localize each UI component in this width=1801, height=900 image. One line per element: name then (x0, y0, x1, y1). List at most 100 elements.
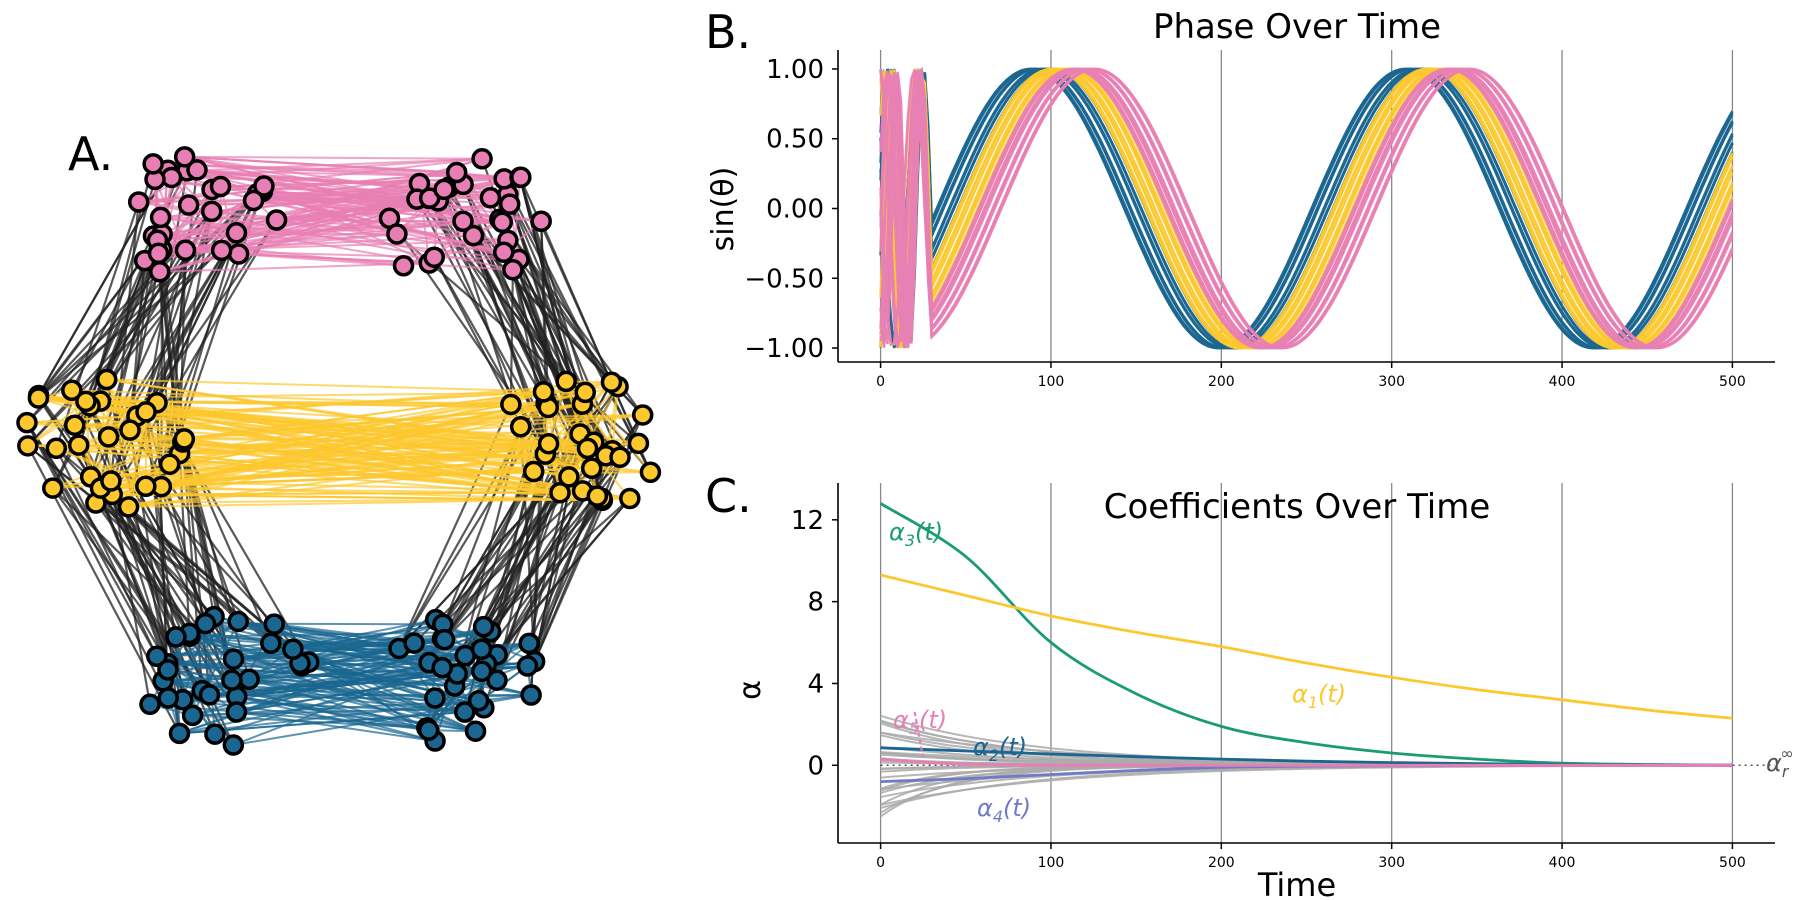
network-edge-within-group (299, 662, 436, 700)
network-node (27, 387, 50, 409)
annotation-a3: α3(t) (889, 518, 943, 550)
phase-y-tick-label: −1.00 (744, 334, 824, 364)
phase-y-tick-label: 1.00 (766, 55, 824, 85)
network-node (119, 419, 141, 441)
network-node (510, 166, 532, 188)
phase-series-yellow (879, 67, 1734, 350)
network-node (165, 626, 187, 648)
network-node (225, 222, 248, 244)
annotation-base: α (889, 518, 905, 546)
network-node (168, 722, 191, 745)
network-edge-within-group (236, 710, 436, 743)
network-node (265, 209, 288, 231)
network-edge-within-group (249, 678, 455, 688)
network-node (97, 426, 120, 448)
network-edge-within-group (186, 169, 450, 189)
phase-x-tick-label: 100 (1038, 374, 1065, 390)
phase-series-yellow (879, 67, 1734, 350)
network-edge-between-groups (528, 476, 570, 644)
network-edge-within-group (158, 199, 255, 255)
network-edge-within-group (179, 711, 465, 735)
network-node (142, 153, 164, 175)
coefficients-x-label: Time (1257, 866, 1336, 900)
network-node (462, 224, 485, 247)
coefficients-lines (879, 502, 1733, 783)
network-edge-within-group (135, 415, 163, 487)
annotation-a1: α1(t) (1292, 680, 1346, 712)
network-edge-within-group (89, 404, 592, 470)
network-edges (25, 155, 652, 747)
network-node (586, 485, 609, 507)
annotation-ainf: αr∞ (1766, 744, 1794, 781)
phase-x-tick-label: 300 (1378, 374, 1405, 390)
network-node (471, 660, 493, 683)
network-edge-between-groups (37, 185, 265, 399)
network-node (452, 210, 474, 232)
network-edge-within-group (52, 437, 185, 490)
network-node (491, 211, 514, 233)
coefficients-y-tick-label: 12 (791, 506, 824, 536)
annotation-a4: α4(t) (977, 794, 1031, 826)
annotation-base: α (1766, 749, 1782, 777)
network-node (135, 475, 157, 498)
phase-y-label: sin(θ) (706, 167, 741, 252)
network-node (537, 432, 560, 455)
phase-series-yellow (879, 67, 1734, 350)
network-node (147, 242, 170, 265)
network-node (61, 379, 83, 402)
network-node (242, 189, 265, 212)
network-edge-within-group (153, 162, 505, 180)
coefficients-x-tick-label: 0 (876, 855, 885, 871)
phase-lines (879, 66, 1734, 350)
network-node (518, 632, 540, 655)
annotation-sub: 2 (989, 746, 999, 765)
coefficients-x-tick-label: 100 (1038, 855, 1065, 871)
network-node (493, 241, 515, 263)
network-node (627, 432, 650, 455)
phase-series-pink (879, 67, 1734, 350)
network-node (200, 200, 223, 223)
network-node (502, 258, 524, 281)
network-node (471, 148, 493, 170)
coefficient-series-2 (880, 573, 1733, 720)
network-node (173, 428, 196, 450)
network-edge-between-groups (506, 193, 652, 473)
network-edge-within-group (27, 400, 87, 447)
network-node (631, 404, 654, 426)
network-node (423, 246, 445, 268)
network-node (67, 434, 90, 456)
annotation-tail: (t) (1318, 680, 1346, 708)
network-node (181, 704, 204, 727)
network-node (238, 668, 260, 691)
network-edge-within-group (89, 404, 583, 492)
coefficients-annotations: α3(t)α1(t)α2(t)α4(t)α5(t)αr∞ (889, 518, 1794, 826)
annotation-sub: 4 (993, 807, 1003, 826)
annotation-tail: (t) (919, 706, 947, 734)
annotation-a2: α2(t) (973, 733, 1027, 765)
phase-series-pink (879, 67, 1734, 350)
network-node (509, 416, 532, 438)
network-node (177, 194, 200, 216)
coefficients-y-tick-label: 0 (807, 751, 824, 781)
network-edge-within-group (184, 155, 457, 174)
network-node (146, 645, 168, 668)
phase-x-tick-label: 0 (876, 374, 885, 390)
network-node (198, 684, 221, 706)
coefficients-y-tick-label: 8 (807, 588, 824, 618)
phase-series-blue (879, 66, 1734, 350)
network-node (445, 161, 468, 184)
network-edge-within-group (433, 239, 509, 259)
network-edge-within-group (221, 232, 398, 252)
network-node (135, 401, 157, 423)
network-node (222, 648, 245, 670)
phase-series-pink (879, 67, 1734, 350)
network-edge-within-group (179, 670, 482, 735)
network-node (139, 693, 161, 716)
network-edge-between-groups (26, 422, 169, 665)
network-edge-within-group (169, 441, 594, 466)
phase-x-tick-label: 200 (1208, 374, 1235, 390)
network-edge-within-group (211, 210, 508, 242)
